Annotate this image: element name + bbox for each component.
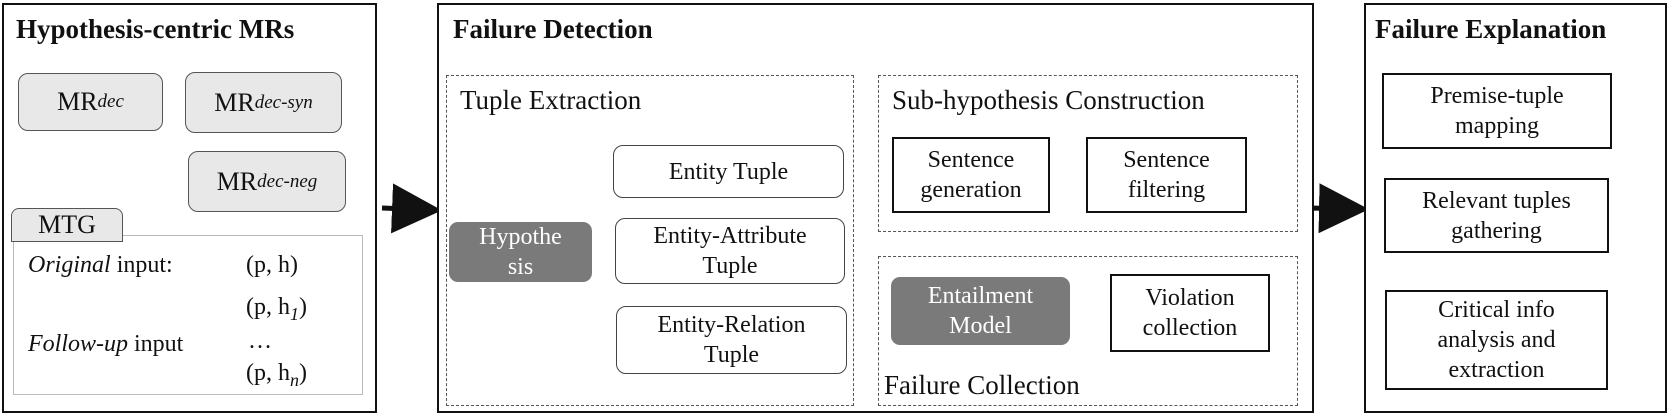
explanation-panel-title: Failure Explanation xyxy=(1375,14,1607,44)
mr-neg-sub: dec-neg xyxy=(257,170,318,192)
mrs-panel-title: Hypothesis-centric MRs xyxy=(16,14,295,44)
original-pair-text: (p, h) xyxy=(246,252,298,278)
entity-tuple-box[interactable]: Entity Tuple xyxy=(613,145,844,198)
arrow-mrs-to-detection xyxy=(381,183,442,234)
mtg-label: MTG xyxy=(38,210,96,239)
followup-ellipsis: … xyxy=(248,328,272,354)
subhypothesis-title: Sub-hypothesis Construction xyxy=(892,85,1205,115)
failure-collection-region xyxy=(878,256,1298,406)
mtg-tab[interactable]: MTG xyxy=(11,208,123,242)
mr-dec-sub: dec xyxy=(97,91,124,112)
detection-panel-title: Failure Detection xyxy=(453,14,653,44)
original-pair: (p, h) xyxy=(246,252,298,279)
mr-dec-label: MR xyxy=(57,87,98,116)
mr-syn-label: MR xyxy=(214,87,255,117)
tuple-extraction-region xyxy=(446,75,854,406)
mr-neg-label: MR xyxy=(216,166,258,196)
mtg-frame xyxy=(13,235,363,395)
followup-input-label: Follow-up input xyxy=(28,331,184,357)
subhypothesis-region xyxy=(878,75,1298,232)
tuple-extraction-title: Tuple Extraction xyxy=(460,85,642,115)
followup-pair-1: (p, h1) xyxy=(246,294,307,324)
mr-syn-sub: dec-syn xyxy=(254,91,313,113)
followup-pair-n: (p, hn) xyxy=(246,360,307,390)
arrow-detection-to-explanation xyxy=(1307,183,1369,234)
failure-collection-title: Failure Collection xyxy=(884,370,1080,400)
original-input-label: Original input: xyxy=(28,252,173,278)
